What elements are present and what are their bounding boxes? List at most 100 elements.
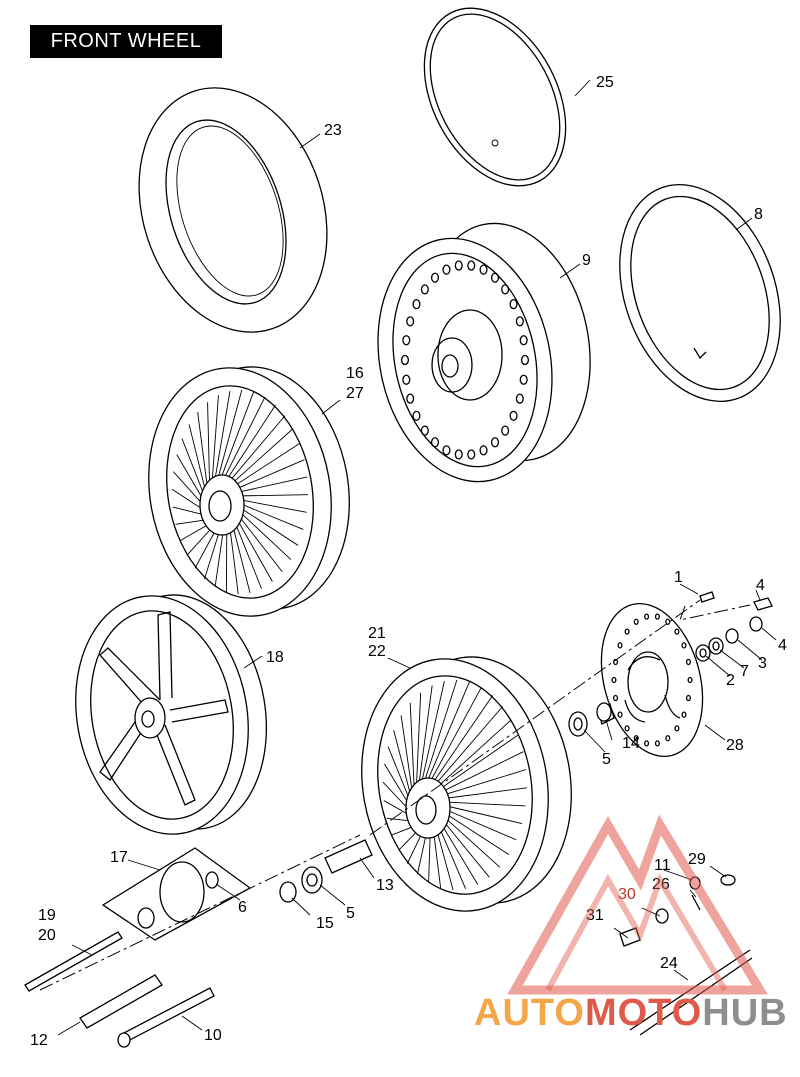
hole: [644, 613, 650, 620]
hole: [402, 335, 411, 346]
hole: [520, 354, 530, 366]
label-6: 6: [238, 899, 247, 916]
label-16: 16: [346, 365, 364, 382]
label-27: 27: [346, 385, 364, 402]
hole: [406, 393, 415, 404]
spoke: [230, 459, 305, 492]
spoke: [430, 706, 504, 791]
hole: [617, 711, 623, 718]
spoke: [210, 395, 219, 494]
inner-tube: [619, 184, 781, 402]
label-10: 10: [204, 1027, 222, 1044]
label-17: 17: [110, 849, 128, 866]
label-5-lower: 5: [346, 905, 355, 922]
spoke: [235, 504, 299, 546]
hole: [687, 676, 693, 684]
hole: [442, 445, 451, 456]
spoke: [234, 510, 283, 573]
hole: [501, 284, 510, 295]
hole: [430, 437, 440, 448]
hole: [674, 628, 680, 635]
hole: [490, 437, 500, 448]
spoke: [219, 396, 266, 488]
spoke: [441, 807, 517, 841]
hole: [611, 676, 617, 684]
tire: [138, 87, 328, 333]
spoke: [440, 787, 528, 800]
hole: [412, 299, 421, 310]
hole: [644, 740, 650, 747]
label-20: 20: [38, 927, 56, 944]
hole: [681, 642, 687, 649]
spoke: [234, 494, 308, 497]
spoke: [235, 501, 304, 530]
label-2: 2: [726, 672, 735, 689]
label-23: 23: [324, 122, 342, 139]
cast-wheel: [75, 594, 268, 835]
label-13: 13: [376, 877, 394, 894]
watermark-text: AUTOMOTOHUB: [474, 992, 788, 1034]
hole: [665, 735, 671, 742]
hole: [420, 284, 429, 295]
hole: [406, 316, 415, 327]
spoke: [434, 734, 519, 793]
spoke: [420, 679, 458, 793]
spoke: [212, 391, 231, 492]
hole: [681, 711, 687, 718]
spoke: [221, 404, 276, 488]
hole: [467, 260, 476, 271]
spoke: [214, 389, 243, 490]
hole: [454, 260, 463, 271]
hole: [519, 374, 528, 385]
spoke: [230, 518, 251, 593]
label-4-top: 4: [756, 577, 765, 594]
hole: [633, 735, 639, 742]
spoke: [232, 516, 262, 589]
label-14: 14: [622, 735, 640, 752]
hole: [442, 264, 451, 275]
spoke: [438, 769, 527, 797]
hole: [654, 740, 660, 747]
hole: [479, 445, 488, 456]
spoke: [427, 695, 494, 791]
label-30: 30: [618, 886, 636, 903]
spoke: [436, 751, 524, 795]
rim-strip: [423, 7, 567, 187]
spoke: [416, 685, 433, 797]
hole: [624, 725, 630, 732]
label-1: 1: [674, 569, 683, 586]
label-28: 28: [726, 737, 744, 754]
spoke: [228, 442, 301, 490]
spoke: [441, 804, 523, 824]
spoke: [224, 415, 286, 488]
disc-wheel: [377, 222, 591, 483]
spoke: [418, 681, 445, 795]
hole: [501, 425, 510, 436]
spoke: [436, 821, 467, 890]
label-22: 22: [368, 643, 386, 660]
spoke-wheel-upper: [148, 366, 350, 617]
label-8: 8: [754, 206, 763, 223]
hole: [685, 658, 691, 666]
label-11: 11: [654, 857, 671, 874]
spoke: [425, 687, 482, 791]
assembly-lines: [39, 599, 751, 991]
label-18: 18: [266, 649, 284, 666]
hole: [454, 449, 463, 460]
hub-hardware-right: [568, 591, 773, 737]
hole: [685, 694, 691, 702]
hole: [509, 410, 518, 421]
hole: [509, 299, 518, 310]
label-5-upper: 5: [602, 751, 611, 768]
hole: [654, 613, 660, 620]
spoke: [432, 719, 512, 792]
label-25: 25: [596, 74, 614, 91]
label-21: 21: [368, 625, 386, 642]
spoke: [441, 801, 526, 807]
hole: [519, 335, 528, 346]
hole: [467, 449, 476, 460]
label-19: 19: [38, 907, 56, 924]
hole: [617, 642, 623, 649]
